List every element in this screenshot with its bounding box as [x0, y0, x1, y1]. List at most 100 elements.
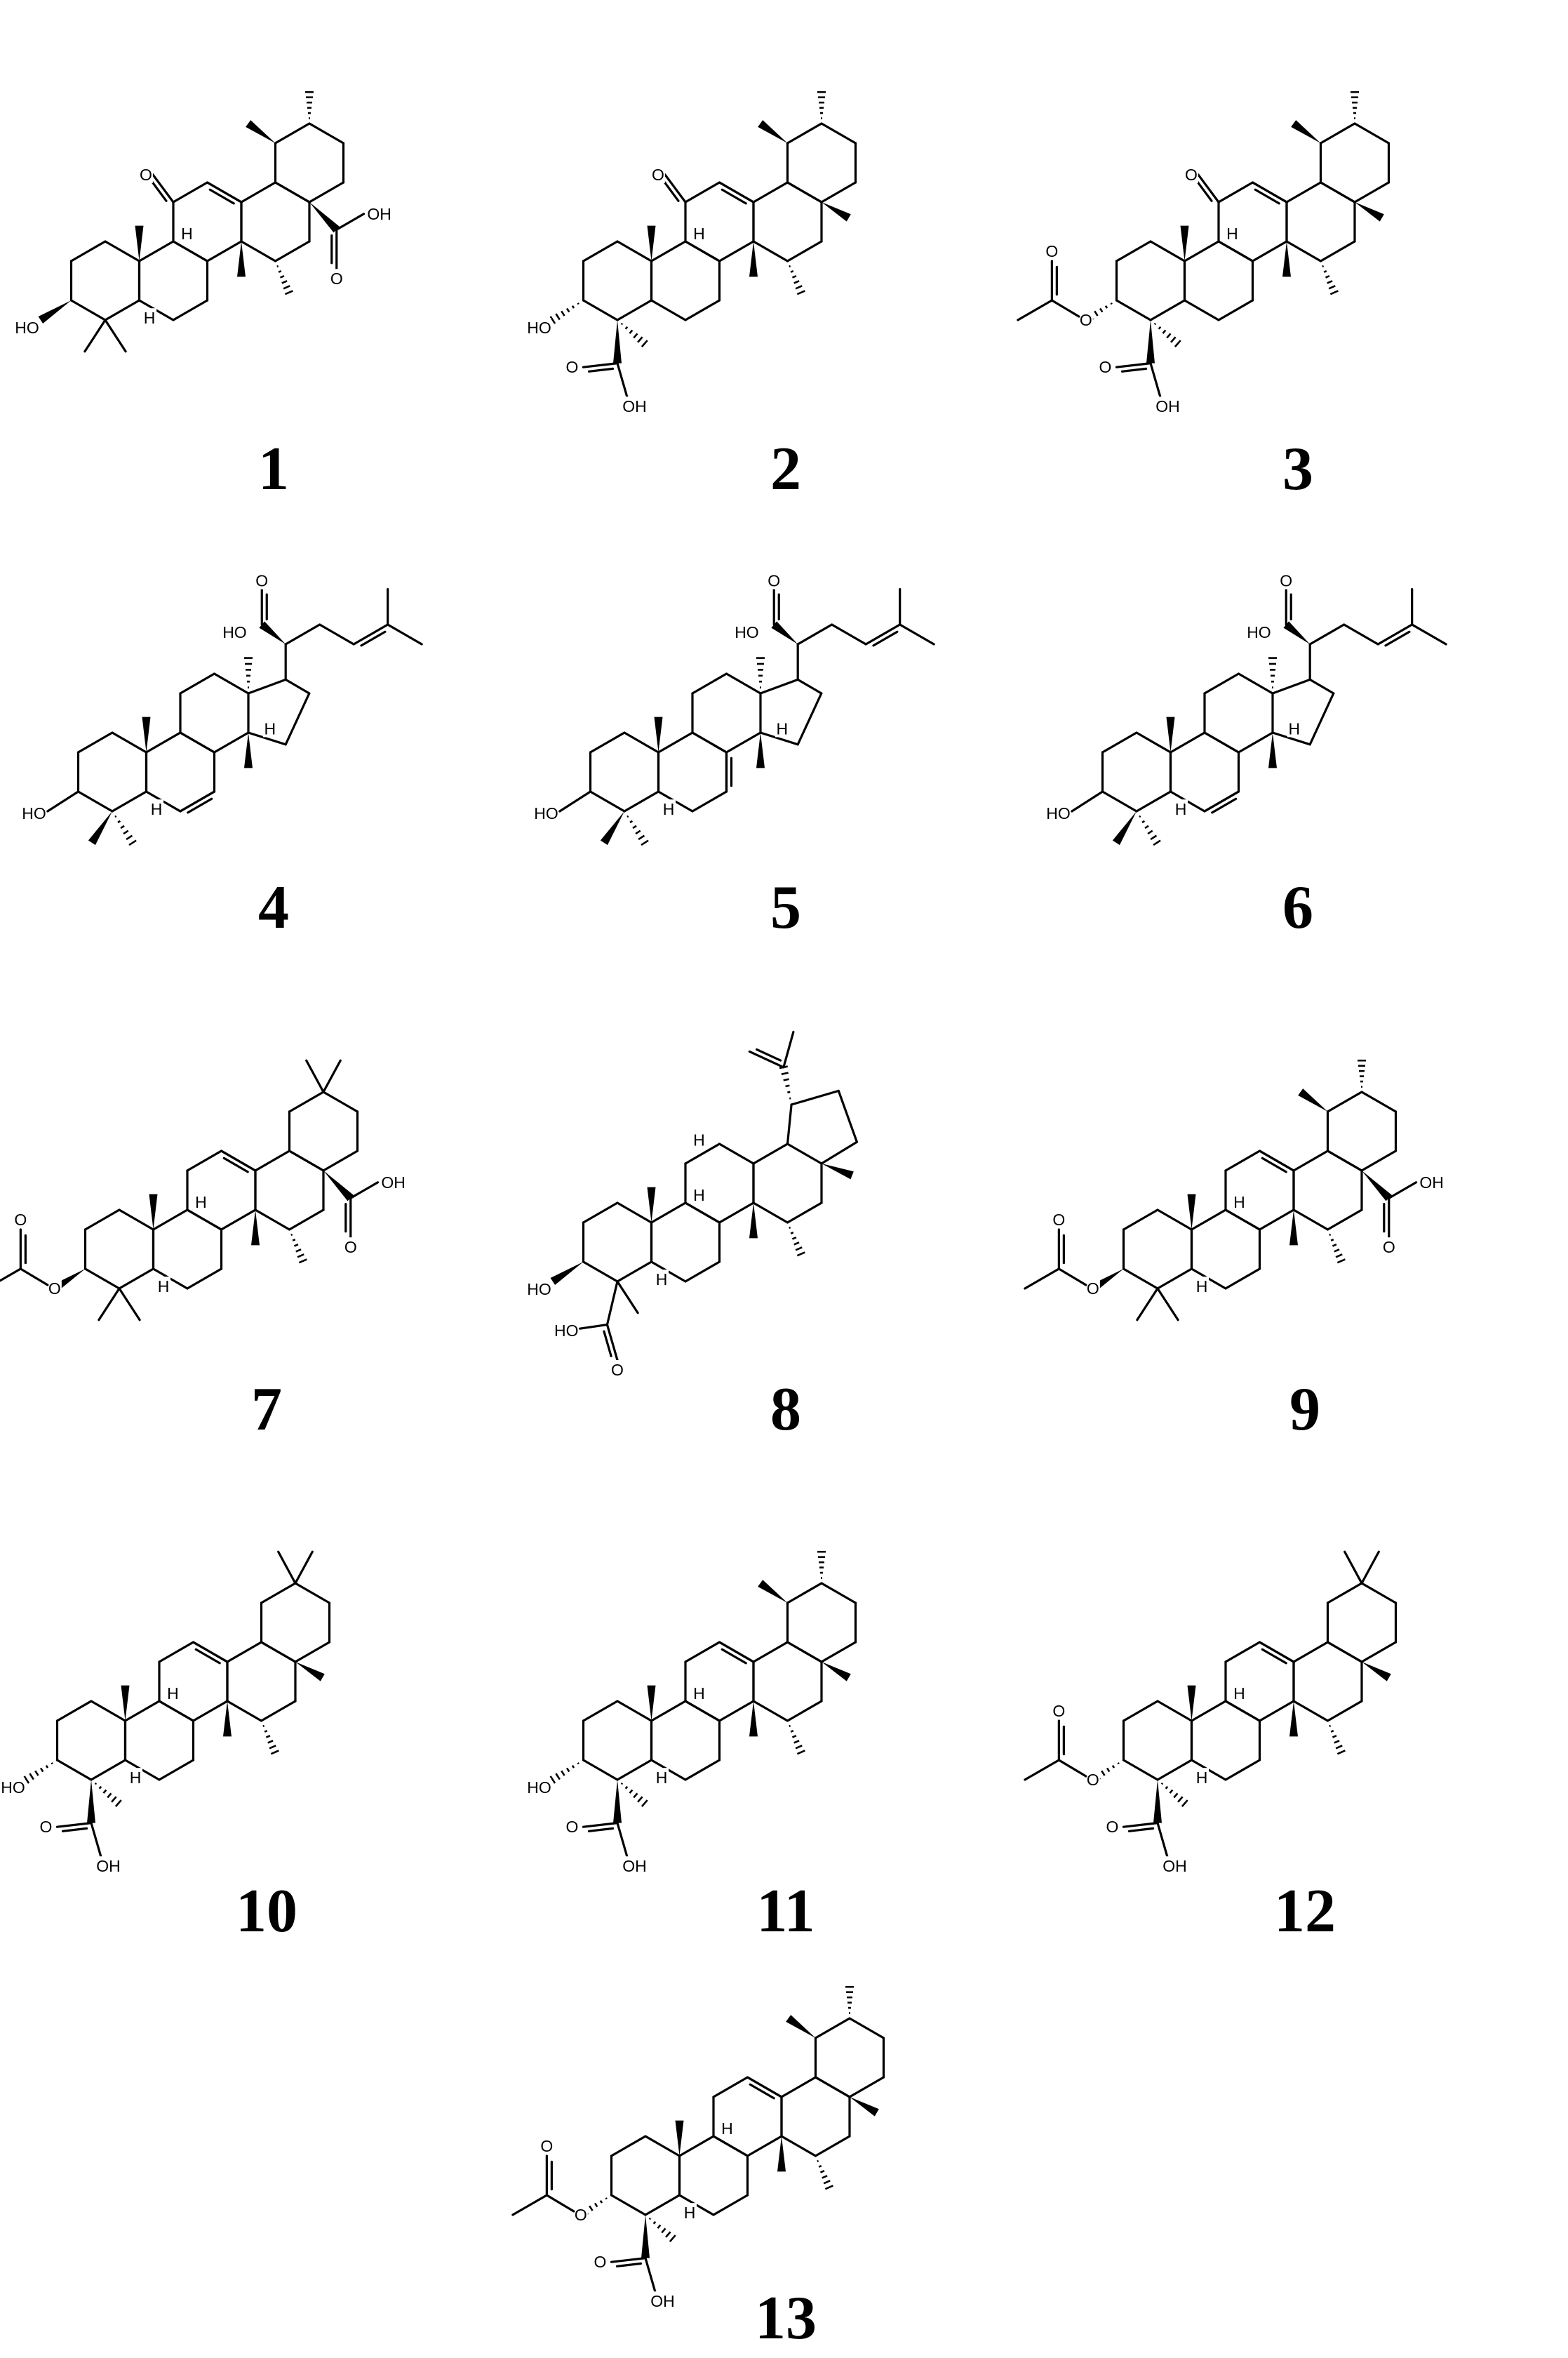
hash-stroke — [297, 1253, 304, 1258]
ring-bond — [589, 731, 626, 754]
ring-bond — [786, 1641, 823, 1663]
bond — [349, 1181, 380, 1199]
wedge-bond — [821, 1662, 851, 1681]
hash-stroke — [264, 1729, 268, 1733]
ring-bond — [752, 240, 789, 262]
ring-bond — [111, 790, 148, 813]
hash-stroke — [783, 1078, 789, 1081]
wedge-bond — [1187, 1194, 1196, 1230]
hash-stroke — [635, 830, 641, 835]
ring-bond — [1190, 1700, 1227, 1722]
bond — [179, 790, 216, 813]
hydrogen-label: H — [656, 1270, 668, 1288]
bond — [582, 1821, 619, 1828]
hydrogen-label-bg — [683, 2203, 697, 2222]
double-bond — [1384, 630, 1411, 647]
acid-hydroxyl-label-bg — [650, 2291, 675, 2310]
side-chain-bond — [831, 623, 867, 646]
ring-bond — [616, 1201, 653, 1224]
hashed-bond — [549, 302, 579, 324]
hashed-bond — [304, 91, 314, 119]
hydrogen-label-bg — [1195, 1768, 1209, 1787]
carbonyl-oxygen-label: O — [1052, 1211, 1065, 1229]
hydroxyl-label-bg — [1046, 803, 1071, 822]
ester-oxygen-label: O — [1087, 1279, 1099, 1298]
wedge-bond — [1289, 1701, 1298, 1737]
wedge-bond — [849, 2097, 879, 2117]
hydrogen-label: H — [151, 800, 163, 818]
hydrogen-label-bg — [655, 1768, 669, 1787]
ring-bond — [1319, 181, 1356, 204]
wedge-bond — [250, 1210, 260, 1246]
ring-bond — [254, 1208, 291, 1231]
wedge-bond — [550, 1262, 584, 1286]
acid-oxygen-label-bg — [767, 571, 782, 590]
ring-bond — [657, 731, 694, 754]
ring-bond — [684, 1201, 721, 1224]
ring-bond — [247, 731, 287, 746]
wedge-bond — [142, 717, 151, 752]
ring-bond — [1135, 731, 1172, 754]
hydroxyl-label: HO — [534, 804, 558, 822]
bond — [746, 2076, 783, 2098]
hash-stroke — [665, 2231, 671, 2238]
wedge-bond — [1282, 241, 1291, 277]
hash-stroke — [123, 830, 129, 835]
methyl-bond — [118, 1287, 141, 1321]
compound-label-5: 5 — [770, 874, 801, 942]
hash-stroke — [1335, 1253, 1343, 1258]
hydrogen-label-bg — [149, 799, 164, 818]
hydrogen-label-bg — [142, 308, 157, 327]
ring-bond — [752, 1641, 789, 1663]
hashed-bond — [262, 1724, 279, 1755]
hydrogen-label: H — [264, 719, 276, 738]
hash-stroke — [269, 1745, 276, 1750]
hash-stroke — [637, 336, 643, 343]
wedge-bond — [1354, 202, 1384, 222]
ring-bond — [1258, 1208, 1295, 1231]
hash-stroke — [781, 1072, 789, 1075]
ring-bond — [138, 240, 175, 262]
ring-bond — [226, 1641, 263, 1663]
hash-stroke — [45, 1764, 49, 1768]
ring-bond — [1156, 1208, 1193, 1231]
hash-stroke — [1101, 1770, 1106, 1776]
acid-oxygen-label-bg — [329, 269, 344, 288]
hash-stroke — [793, 1241, 800, 1246]
bond — [220, 1150, 257, 1172]
acid-oxygen-label: O — [768, 572, 780, 590]
hash-stroke — [641, 1799, 648, 1807]
hash-stroke — [637, 1796, 643, 1803]
bond — [1156, 1821, 1170, 1860]
hash-stroke — [795, 285, 803, 290]
ring-bond — [260, 1641, 297, 1663]
bond — [616, 1821, 629, 1860]
carbonyl-oxygen-label-bg — [1052, 1701, 1066, 1719]
ester-oxygen-label: O — [1087, 1771, 1099, 1789]
wedge-bond — [236, 241, 246, 277]
bond — [1024, 1759, 1060, 1781]
wedge-bond — [1153, 1780, 1162, 1823]
bond — [55, 1821, 93, 1828]
hash-stroke — [1177, 1796, 1184, 1803]
bond — [1057, 1267, 1087, 1286]
methyl-bond — [782, 1030, 795, 1069]
ring-bond — [786, 1143, 823, 1165]
ring-bond — [1237, 731, 1274, 754]
ring-bond — [582, 1759, 619, 1781]
hash-stroke — [605, 2197, 608, 2200]
hydrogen-label-bg — [655, 1270, 669, 1288]
bond — [90, 1821, 103, 1860]
ring-bond — [240, 181, 277, 204]
hydrogen-label-bg — [692, 1130, 706, 1149]
side-chain-bond — [319, 623, 355, 646]
ring-bond — [786, 1103, 793, 1145]
ring-bond — [610, 2194, 647, 2216]
hash-stroke — [669, 2234, 676, 2242]
ring-bond — [623, 731, 660, 754]
